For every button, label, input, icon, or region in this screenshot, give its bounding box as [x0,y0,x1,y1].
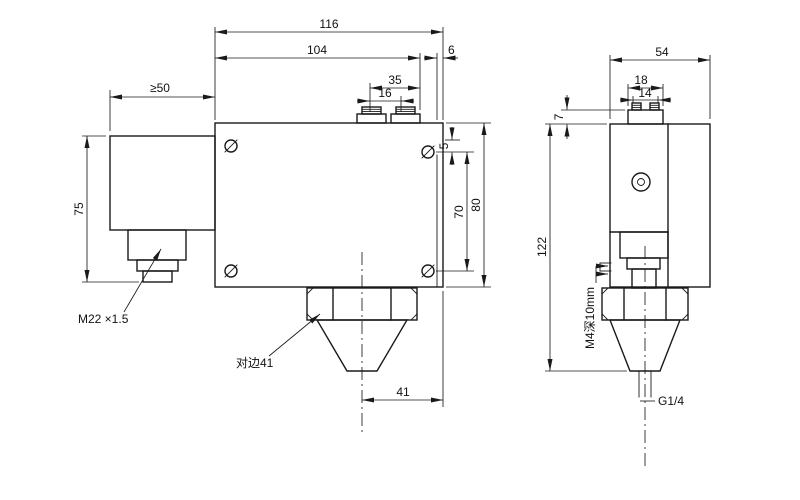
front-view-dimensions: 116 104 35 16 6 ≥50 [72,17,491,432]
screw-icon [224,139,238,153]
dim-text-50: ≥50 [150,81,170,95]
dim-text-80: 80 [469,198,483,212]
dim-side-total-depth: 54 [609,45,711,119]
dim-text-54: 54 [655,45,669,59]
terminal-screw-head [395,106,416,115]
side-bellows-stack [619,231,669,289]
screw-slot [421,264,435,278]
terminal-screw-head [631,102,642,111]
dim-text-7: 7 [552,113,566,120]
dim-text-70: 70 [452,205,466,219]
screw-slot [224,139,238,153]
hex-chamfer [306,313,314,321]
stack-step [631,268,657,289]
dim-front-cable-box-width: ≥50 [109,81,215,131]
dim-front-hole-spacing: 70 [436,152,474,272]
dim-text-35: 35 [388,73,402,87]
dim-text-16: 16 [378,86,392,100]
label-hex-flats: 对边41 [236,313,321,370]
hex-chamfer [601,287,609,295]
dim-text-14: 14 [638,86,652,100]
screw-slot [421,145,435,159]
label-mounting-holes: M4深10mm [583,263,608,349]
dim-front-body-width: 104 [215,43,421,110]
hex-chamfer [410,313,418,321]
front-terminal-box [109,135,216,231]
dim-front-overall-width: 116 [214,17,444,120]
hex-chamfer [681,313,689,321]
front-view [109,106,444,372]
dim-side-screw-spacing: 14 [620,86,671,103]
screw-icon [421,264,435,278]
leader-line [123,248,162,313]
leader-line [268,313,321,357]
dim-text-41: 41 [396,385,410,399]
dim-text-116: 116 [319,17,338,31]
front-pressure-cone [315,319,409,372]
gland-step [136,259,179,272]
side-view [599,102,711,398]
terminal-base [356,113,387,124]
screw-slot [224,264,238,278]
stack-step [619,231,669,259]
hex-chamfer [681,287,689,295]
label-pressure-port: G1/4 [640,394,684,408]
label-cable-thread: M22 ×1.5 [78,248,162,326]
dim-text-18: 18 [634,73,648,87]
cover-screw-icon [631,172,651,192]
cover-screw-center [637,178,645,186]
dim-front-port-to-edge: 41 [362,291,444,407]
label-text-m4: M4深10mm [583,287,597,349]
dim-front-terminal-width: 35 [369,73,420,112]
front-terminal-blocks [356,106,421,124]
terminal-base [627,109,664,125]
label-text-hex: 对边41 [236,356,274,370]
hex-chamfer [306,287,314,295]
front-mounting-screws [224,139,435,278]
dim-side-total-height: 122 [535,124,627,372]
screw-icon [224,264,238,278]
hex-chamfer [601,313,609,321]
screw-icon [421,145,435,159]
label-text-m22: M22 ×1.5 [78,312,129,326]
dim-front-right-offset: 6 [424,43,458,120]
label-text-g14: G1/4 [658,394,684,408]
side-view-dimensions: 54 18 14 7 122 [535,45,711,470]
terminal-screw-head [649,102,660,111]
side-terminal-block [627,102,664,125]
dim-text-104: 104 [307,43,327,57]
front-body-outline [214,122,444,288]
gland-tip [142,270,173,283]
side-pressure-cone [608,319,682,372]
dim-side-terminal-height: 7 [545,95,625,139]
dim-text-6: 6 [448,43,455,57]
dim-text-122: 122 [535,237,549,257]
terminal-screw-head [361,106,382,115]
dim-front-left-height: 75 [72,135,139,283]
dim-front-body-height: 80 [446,122,491,288]
dim-front-hole-top-offset: 5 [436,127,474,165]
stack-step [626,257,661,270]
dim-front-terminal-inner-width: 16 [357,86,414,112]
terminal-base [390,113,421,124]
hex-chamfer [410,287,418,295]
dim-text-75: 75 [72,202,86,216]
dim-text-5: 5 [437,142,451,149]
